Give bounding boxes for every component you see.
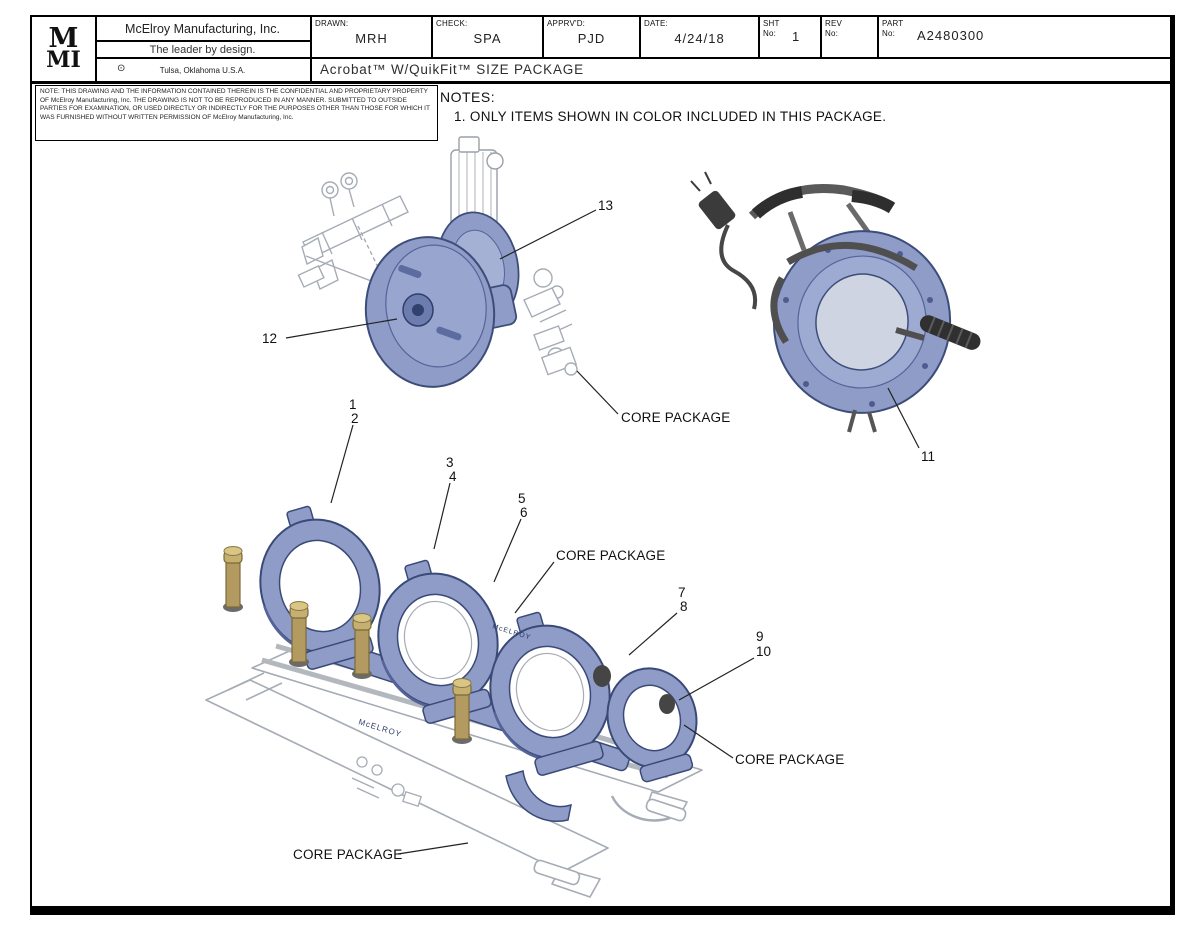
callout-10: 10 (756, 644, 772, 659)
callout-9: 9 (756, 629, 764, 644)
callout-5: 5 (518, 491, 526, 506)
drawn-value: MRH (355, 30, 388, 46)
callout-7: 7 (678, 585, 686, 600)
facer-right-hardware-outline (523, 268, 578, 376)
notes-heading: NOTES: (440, 89, 496, 105)
callout-13: 13 (598, 198, 614, 213)
title-block-fields: DRAWN: MRH CHECK: SPA APPRV'D: PJD DATE:… (310, 17, 1170, 59)
company-location: ⊙ Tulsa, Oklahoma U.S.A. (95, 59, 310, 81)
sheet-no-label: No: (763, 28, 777, 38)
clamp-ring-3 (489, 611, 611, 776)
approved-label: APPRV'D: (547, 19, 586, 28)
notes-item-1: 1. ONLY ITEMS SHOWN IN COLOR INCLUDED IN… (454, 109, 887, 124)
rev-field: REV No: (820, 17, 877, 57)
callout-1: 1 (349, 397, 357, 412)
rev-no-label: No: (825, 28, 839, 38)
company-tagline: The leader by design. (95, 42, 310, 59)
sheet-field: SHT No: 1 (758, 17, 820, 57)
core-package-label-right: CORE PACKAGE (735, 752, 845, 767)
locking-knob-4 (452, 678, 472, 744)
mcelroy-logo: M MI (32, 17, 97, 81)
heater-plug (698, 190, 736, 230)
cam-knob-2 (659, 694, 675, 714)
date-value: 4/24/18 (674, 30, 725, 46)
part-label: PART (882, 19, 904, 28)
part-value: A2480300 (917, 28, 985, 43)
confidential-note: NOTE: THIS DRAWING AND THE INFORMATION C… (35, 85, 438, 141)
core-package-label-top: CORE PACKAGE (621, 410, 731, 425)
callout-12: 12 (262, 331, 278, 346)
cam-knob-1 (593, 665, 611, 687)
approved-value: PJD (577, 30, 606, 46)
locking-knob-2 (289, 601, 309, 667)
leader-lines (285, 209, 920, 855)
heater (690, 171, 981, 433)
check-field: CHECK: SPA (431, 17, 542, 57)
core-package-label-bottom: CORE PACKAGE (293, 847, 403, 862)
heater-cord (719, 224, 757, 310)
heater-guard-top (786, 242, 918, 271)
drawn-label: DRAWN: (315, 19, 349, 28)
logo-letter-top: M (48, 22, 79, 54)
registered-mark-icon: ⊙ (117, 63, 126, 74)
callout-3: 3 (446, 455, 454, 470)
date-label: DATE: (644, 19, 668, 28)
clamp-ring-4 (606, 667, 698, 783)
lower-clamp-half-outline (610, 795, 671, 822)
location-text: Tulsa, Oklahoma U.S.A. (159, 65, 246, 75)
callout-6: 6 (520, 505, 528, 520)
locking-knob-3 (352, 613, 372, 679)
drawing-title: Acrobat™ W/QuikFit™ SIZE PACKAGE (310, 57, 1170, 81)
part-field: PART No: A2480300 (877, 17, 1170, 57)
approved-field: APPRV'D: PJD (542, 17, 639, 57)
heater-right-grip (851, 190, 896, 214)
drawn-field: DRAWN: MRH (310, 17, 431, 57)
heater-kickstand (847, 409, 877, 433)
facer-disc (364, 236, 496, 388)
callout-11: 11 (921, 449, 936, 464)
locking-knob-1 (223, 546, 243, 612)
heater-guard-side (770, 276, 789, 344)
callout-8: 8 (680, 599, 688, 614)
rev-label: REV (825, 19, 843, 28)
heater-left-grip (751, 186, 804, 219)
heater-side-grip (919, 315, 981, 350)
heater-plate-ring (772, 230, 952, 414)
check-value: SPA (473, 30, 502, 46)
date-field: DATE: 4/24/18 (639, 17, 758, 57)
lower-clamp-half-blue (505, 770, 572, 823)
part-no-label: No: (882, 28, 896, 38)
title-block: M MI McElroy Manufacturing, Inc. The lea… (32, 17, 1170, 84)
loose-hardware-outline (351, 756, 422, 808)
notes-section: NOTES: 1. ONLY ITEMS SHOWN IN COLOR INCL… (440, 89, 886, 124)
clamp-ring-1 (259, 505, 381, 670)
callout-2: 2 (351, 411, 359, 426)
logo-letter-bottom: MI (46, 46, 81, 73)
company-name: McElroy Manufacturing, Inc. (95, 17, 310, 42)
facer-frame-outline (297, 172, 427, 303)
sheet-value: 1 (792, 29, 801, 44)
check-label: CHECK: (436, 19, 468, 28)
callout-4: 4 (449, 469, 457, 484)
sheet-label: SHT (763, 19, 780, 28)
core-package-label-mid: CORE PACKAGE (556, 548, 666, 563)
